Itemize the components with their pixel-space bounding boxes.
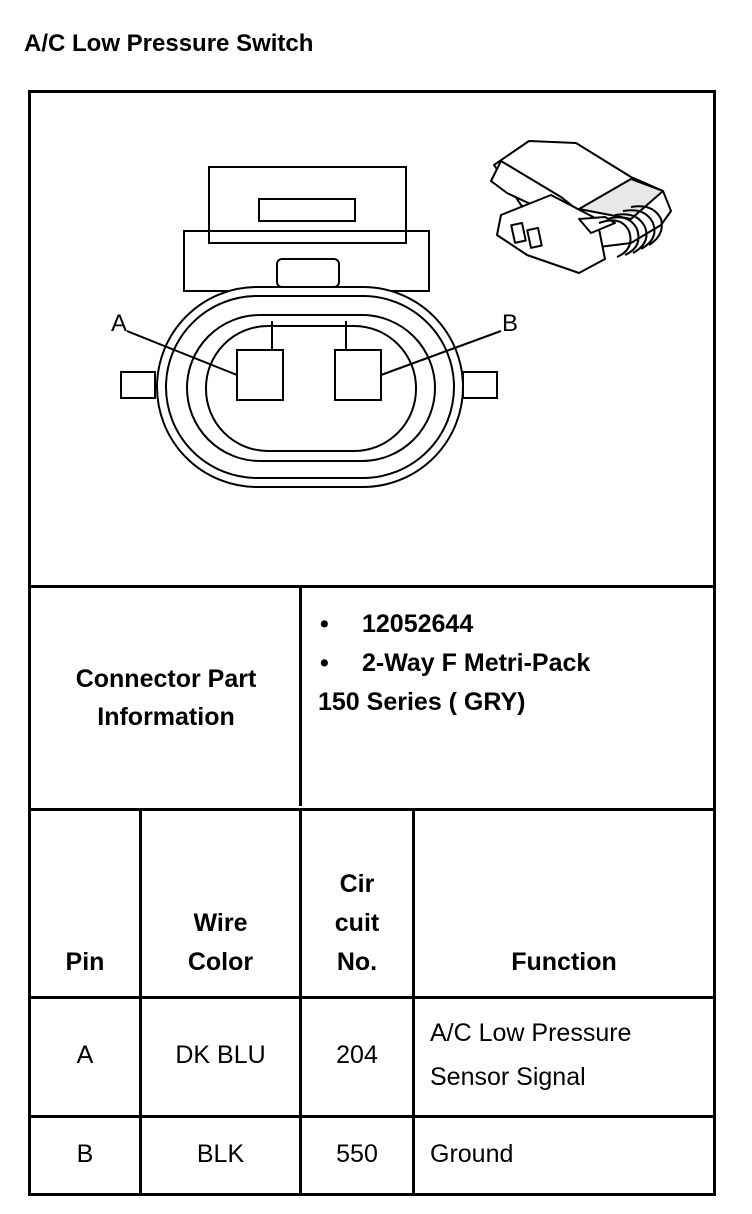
row-b-function: Ground	[430, 1140, 514, 1168]
row-a-function: A/C Low Pressure Sensor Signal	[430, 1011, 631, 1099]
connector-diagram: A B	[31, 93, 713, 585]
row-b-circuit: 550	[336, 1140, 378, 1168]
header-wire-color-line1: Wire	[193, 909, 248, 937]
row-b-wire-color: BLK	[196, 1140, 245, 1168]
row-a-wire-color: DK BLU	[175, 1041, 266, 1069]
header-circuit-line2: cuit	[334, 909, 380, 937]
connector-part-info-label-line2: Information	[97, 703, 235, 731]
row-a-circuit: 204	[336, 1041, 378, 1069]
header-circuit-no: Cir cuit No.	[302, 865, 412, 982]
connector-part-info-values: •12052644 •2-Way F Metri-Pack 150 Series…	[318, 605, 590, 722]
connector-type-item: •2-Way F Metri-Pack	[320, 649, 591, 677]
connector-table-frame: A B	[28, 90, 716, 1196]
divider	[139, 811, 142, 1193]
divider	[31, 996, 713, 999]
divider	[31, 585, 713, 588]
connector-part-info-label: Connector Part Information	[31, 588, 301, 808]
connector-type: 2-Way F Metri-Pack	[362, 649, 591, 677]
row-a-pin: A	[76, 1041, 94, 1069]
row-a-function-line1: A/C Low Pressure	[430, 1019, 632, 1047]
header-circuit-line1: Cir	[339, 870, 375, 898]
part-number-item: •12052644	[320, 610, 474, 638]
connector-face-drawing: A B	[111, 140, 672, 488]
divider	[31, 1115, 713, 1118]
divider	[31, 808, 713, 811]
header-wire-color-line2: Color	[187, 948, 254, 976]
connector-series: 150 Series ( GRY)	[318, 688, 526, 716]
divider	[412, 811, 415, 1193]
header-wire-color: Wire Color	[142, 904, 299, 982]
pin-a-label: A	[111, 310, 127, 337]
pin-b-label: B	[502, 310, 518, 337]
header-pin: Pin	[65, 948, 105, 976]
row-a-function-line2: Sensor Signal	[430, 1063, 586, 1091]
row-b-pin: B	[76, 1140, 94, 1168]
connector-part-info-label-line1: Connector Part	[75, 665, 257, 693]
page-title: A/C Low Pressure Switch	[24, 30, 314, 57]
header-function: Function	[511, 948, 617, 976]
header-circuit-line3: No.	[336, 948, 378, 976]
divider	[299, 588, 302, 806]
part-number: 12052644	[362, 610, 474, 638]
divider	[299, 811, 302, 1193]
